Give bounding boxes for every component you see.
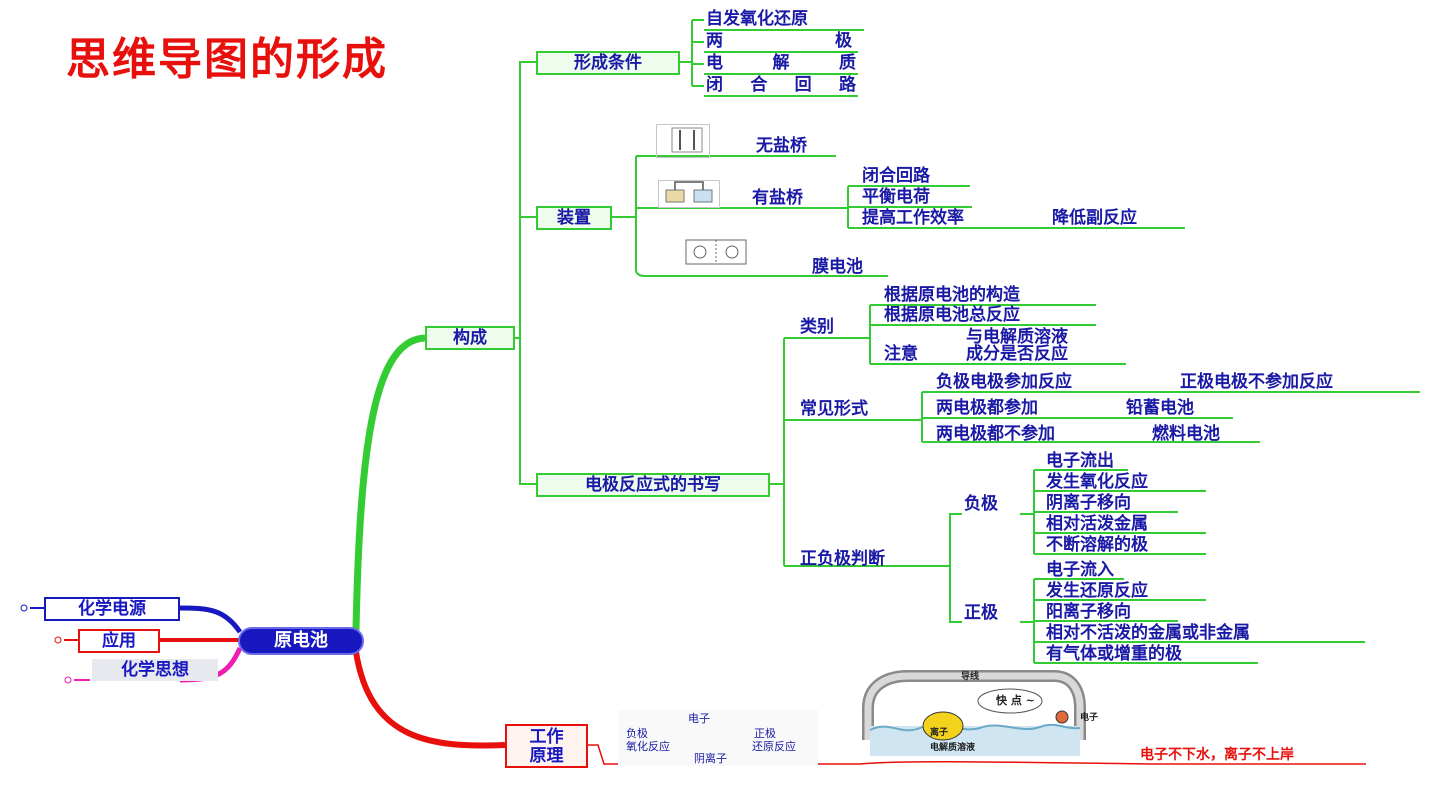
condition-item-part: 路 (838, 75, 856, 95)
link-root-source (179, 605, 243, 634)
condition-item-part: 闭 (706, 75, 723, 95)
cartoon-electron: 电子 (1080, 713, 1099, 723)
cycle-reduction: 还原反应 (752, 740, 796, 753)
negative-item: 电子流出 (1046, 451, 1114, 471)
positive-item: 发生还原反应 (1046, 581, 1148, 601)
condition-item-part: 回 (794, 75, 812, 95)
positive-item: 电子流入 (1046, 560, 1114, 580)
cartoon-ion: 离子 (930, 728, 949, 738)
node-device[interactable]: 装置 (536, 206, 612, 230)
bridge-item: 闭合回路 (862, 166, 930, 186)
node-electrode-writing-label: 电极反应式的书写 (585, 475, 721, 495)
node-application[interactable]: 应用 (78, 629, 160, 653)
judge-label: 正负极判断 (800, 549, 885, 569)
cartoon-wire: 导线 (961, 672, 980, 682)
link-root-principle (353, 651, 506, 749)
node-chemical-thinking[interactable]: 化学思想 (92, 659, 218, 681)
device-image-membrane (664, 234, 776, 274)
node-conditions[interactable]: 形成条件 (536, 51, 680, 75)
category-item: 根据原电池总反应 (884, 305, 1020, 325)
principle-cycle (618, 710, 818, 766)
principle-slogan: 电子不下水，离子不上岸 (1140, 747, 1294, 763)
category-item: 成分是否反应 (966, 344, 1068, 364)
device-images (665, 127, 747, 265)
condition-item: 自发氧化还原 (706, 9, 808, 29)
device-membrane: 膜电池 (812, 257, 863, 277)
negative-item: 发生氧化反应 (1046, 472, 1148, 492)
common-item: 负极电极参加反应 (936, 372, 1072, 392)
negative-item: 阴离子移向 (1046, 493, 1131, 513)
node-application-label: 应用 (102, 631, 136, 651)
node-conditions-label: 形成条件 (574, 53, 642, 73)
node-principle-label: 工作原理 (529, 727, 564, 766)
condition-item-part: 两 (706, 31, 723, 51)
cartoon-solution: 电解质溶液 (930, 743, 976, 753)
condition-item: 电解质 (706, 53, 856, 73)
condition-item-part: 合 (750, 75, 768, 95)
positive-item: 有气体或增重的极 (1046, 644, 1182, 664)
device-image-no-bridge (656, 124, 710, 158)
common-item: 燃料电池 (1152, 424, 1220, 444)
bridge-item: 降低副反应 (1052, 208, 1137, 228)
positive-label: 正极 (964, 603, 998, 623)
cartoon-hurry: 快 点 ~ (996, 694, 1035, 707)
page-title: 思维导图的形成 (66, 34, 388, 85)
root-label: 原电池 (274, 630, 328, 651)
node-electrode-writing[interactable]: 电极反应式的书写 (536, 473, 770, 497)
category-label: 类别 (800, 317, 834, 337)
common-label: 常见形式 (800, 399, 868, 419)
cycle-negative: 负极 (626, 727, 648, 740)
category-item: 注意 (884, 344, 918, 364)
common-item: 铅蓄电池 (1126, 398, 1194, 418)
common-item: 正极电极不参加反应 (1180, 372, 1333, 392)
negative-item: 相对活泼金属 (1046, 514, 1148, 534)
node-chemical-source[interactable]: 化学电源 (44, 597, 180, 621)
negative-label: 负极 (964, 494, 998, 514)
positive-item: 阳离子移向 (1046, 602, 1131, 622)
category-item: 与电解质溶液 (966, 327, 1068, 347)
common-item: 两电极都不参加 (936, 424, 1055, 444)
common-item: 两电极都参加 (936, 398, 1038, 418)
positive-item: 相对不活泼的金属或非金属 (1046, 623, 1250, 643)
cycle-oxidation: 氧化反应 (626, 740, 670, 753)
link-root-composition (352, 334, 426, 631)
bridge-item: 平衡电荷 (862, 187, 930, 207)
condition-item-part: 极 (835, 31, 852, 51)
node-composition-label: 构成 (453, 328, 487, 348)
condition-item-part: 解 (772, 53, 790, 73)
node-chemical-thinking-label: 化学思想 (121, 660, 189, 680)
device-image-salt-bridge (658, 180, 720, 208)
bridge-item: 提高工作效率 (862, 208, 964, 228)
node-principle[interactable]: 工作原理 (505, 724, 588, 768)
node-composition[interactable]: 构成 (425, 326, 515, 350)
node-device-label: 装置 (557, 208, 591, 228)
negative-item: 不断溶解的极 (1046, 535, 1148, 555)
cycle-electron: 电子 (688, 712, 710, 725)
electron-ion-cartoon (862, 670, 1086, 756)
category-item: 根据原电池的构造 (884, 285, 1020, 305)
cycle-anion: 阴离子 (694, 752, 727, 765)
condition-item-part: 电 (706, 53, 723, 73)
condition-item-part: 质 (839, 53, 856, 73)
condition-item: 闭合回路 (706, 75, 856, 95)
device-no-bridge: 无盐桥 (756, 136, 807, 156)
root-node[interactable]: 原电池 (238, 627, 364, 655)
cycle-positive: 正极 (754, 727, 776, 740)
node-chemical-source-label: 化学电源 (78, 599, 146, 619)
device-with-bridge: 有盐桥 (752, 188, 803, 208)
condition-item: 两极 (706, 31, 852, 51)
